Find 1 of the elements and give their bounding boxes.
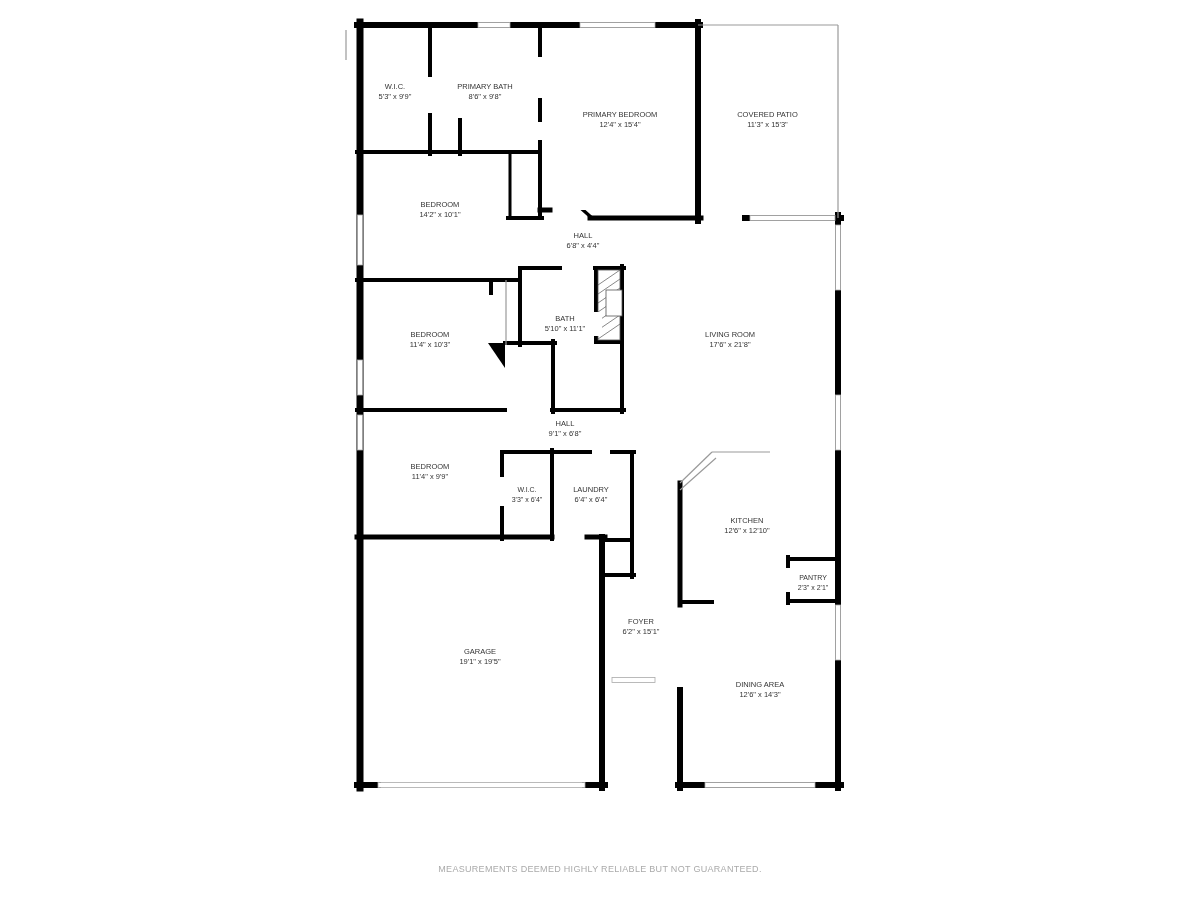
disclaimer-note: MEASUREMENTS DEEMED HIGHLY RELIABLE BUT NOT GUARANTEED. (438, 864, 762, 874)
